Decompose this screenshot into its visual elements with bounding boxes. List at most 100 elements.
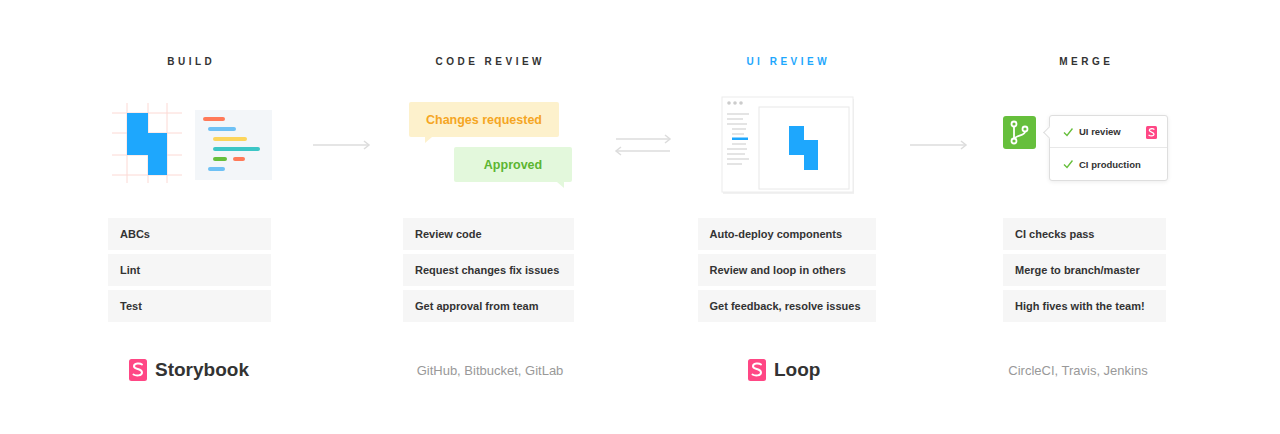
check-text: UI review bbox=[1079, 126, 1121, 137]
code-panel bbox=[195, 110, 272, 180]
step-box: Auto-deploy components bbox=[698, 218, 876, 250]
sidebar-line bbox=[727, 158, 749, 160]
check-stroke bbox=[1064, 129, 1073, 136]
sidebar-active bbox=[732, 138, 748, 141]
window-dot bbox=[739, 101, 743, 105]
branch-dot bbox=[1012, 139, 1017, 144]
logo-shape bbox=[1146, 126, 1157, 139]
logo-mark bbox=[1149, 128, 1154, 135]
loop-logo bbox=[1146, 126, 1157, 139]
check-row: UI review bbox=[1050, 116, 1167, 148]
sidebar-line bbox=[727, 153, 745, 155]
logo-shape bbox=[129, 359, 147, 381]
branch-symbol bbox=[1012, 122, 1028, 144]
code-line bbox=[213, 147, 260, 151]
tool-name: Loop bbox=[774, 359, 820, 381]
check-stroke bbox=[1064, 161, 1073, 168]
step-box: Request changes fix issues bbox=[403, 254, 574, 286]
preview-panel bbox=[759, 107, 849, 189]
code-line bbox=[208, 167, 225, 171]
merge-icon bbox=[1003, 116, 1036, 149]
status-bubble: Changes requested bbox=[409, 102, 559, 137]
code-line bbox=[208, 127, 236, 131]
sidebar-line bbox=[727, 123, 747, 125]
sidebar-line bbox=[727, 113, 749, 115]
component-shape bbox=[789, 126, 818, 170]
tool-name: Storybook bbox=[155, 359, 249, 381]
branch-dot bbox=[1012, 122, 1017, 127]
status-text: Changes requested bbox=[426, 113, 542, 127]
step-box: Get feedback, resolve issues bbox=[698, 290, 876, 322]
sidebar-line bbox=[732, 143, 746, 145]
code-line bbox=[213, 157, 227, 161]
stage-heading: BUILD bbox=[167, 56, 215, 67]
grid-line bbox=[112, 175, 182, 176]
logo-mark bbox=[134, 364, 143, 376]
loop-logo bbox=[748, 359, 766, 381]
check-mark bbox=[1063, 159, 1073, 169]
branch-line bbox=[1013, 127, 1015, 139]
tool-list: CircleCI, Travis, Jenkins bbox=[1008, 363, 1147, 378]
code-line bbox=[203, 117, 225, 121]
step-text: Auto-deploy components bbox=[710, 228, 843, 240]
flow-arrow bbox=[616, 150, 670, 152]
step-box: Lint bbox=[108, 254, 271, 286]
branch-dot bbox=[1023, 127, 1028, 132]
step-text: Review code bbox=[415, 228, 482, 240]
code-lines bbox=[203, 117, 260, 171]
sidebar-line bbox=[732, 133, 744, 135]
sidebar-line bbox=[727, 118, 743, 120]
check-card: UI review CI production bbox=[1049, 115, 1168, 181]
stage-heading: MERGE bbox=[1059, 56, 1113, 67]
flow-arrows bbox=[313, 135, 966, 155]
app-window bbox=[722, 97, 853, 192]
code-line bbox=[233, 157, 245, 161]
step-text: Request changes fix issues bbox=[415, 264, 559, 276]
step-text: CI checks pass bbox=[1015, 228, 1095, 240]
grid-lines bbox=[112, 103, 182, 183]
step-box: High fives with the team! bbox=[1003, 290, 1166, 322]
flow-arrow bbox=[616, 138, 670, 140]
window-dot bbox=[733, 101, 737, 105]
arrow-head bbox=[616, 147, 621, 155]
flow-arrow bbox=[910, 144, 966, 146]
sidebar-line bbox=[727, 163, 742, 165]
step-box: Test bbox=[108, 290, 271, 322]
check-text: CI production bbox=[1079, 159, 1141, 170]
step-box: ABCs bbox=[108, 218, 271, 250]
tool-list: GitHub, Bitbucket, GitLab bbox=[417, 363, 564, 378]
logo-mark bbox=[753, 364, 762, 376]
step-text: Review and loop in others bbox=[710, 264, 846, 276]
sidebar-lines bbox=[727, 113, 749, 165]
step-box: Get approval from team bbox=[403, 290, 574, 322]
sidebar-line bbox=[727, 148, 747, 150]
flow-arrow bbox=[313, 144, 369, 146]
check-mark bbox=[1063, 127, 1073, 137]
window-dot bbox=[727, 101, 731, 105]
step-text: Test bbox=[120, 300, 142, 312]
check-row: CI production bbox=[1050, 148, 1167, 180]
arrow-head bbox=[665, 135, 670, 143]
status-bubble: Approved bbox=[454, 147, 572, 182]
arrow-head bbox=[961, 141, 966, 149]
step-text: High fives with the team! bbox=[1015, 300, 1145, 312]
step-box: Review and loop in others bbox=[698, 254, 876, 286]
arrow-head bbox=[364, 141, 369, 149]
stage-heading: UI REVIEW bbox=[746, 56, 830, 67]
step-box: Review code bbox=[403, 218, 574, 250]
step-text: Get approval from team bbox=[415, 300, 538, 312]
logo-shape bbox=[748, 359, 766, 381]
step-box: CI checks pass bbox=[1003, 218, 1166, 250]
step-text: ABCs bbox=[120, 228, 150, 240]
step-box: Merge to branch/master bbox=[1003, 254, 1166, 286]
stage-heading: CODE REVIEW bbox=[435, 56, 545, 67]
branch-line bbox=[1015, 132, 1026, 139]
step-text: Get feedback, resolve issues bbox=[710, 300, 861, 312]
step-text: Merge to branch/master bbox=[1015, 264, 1140, 276]
storybook-logo bbox=[129, 359, 147, 381]
step-text: Lint bbox=[120, 264, 140, 276]
status-text: Approved bbox=[484, 158, 542, 172]
code-line bbox=[213, 137, 247, 141]
component-shape bbox=[127, 113, 167, 175]
